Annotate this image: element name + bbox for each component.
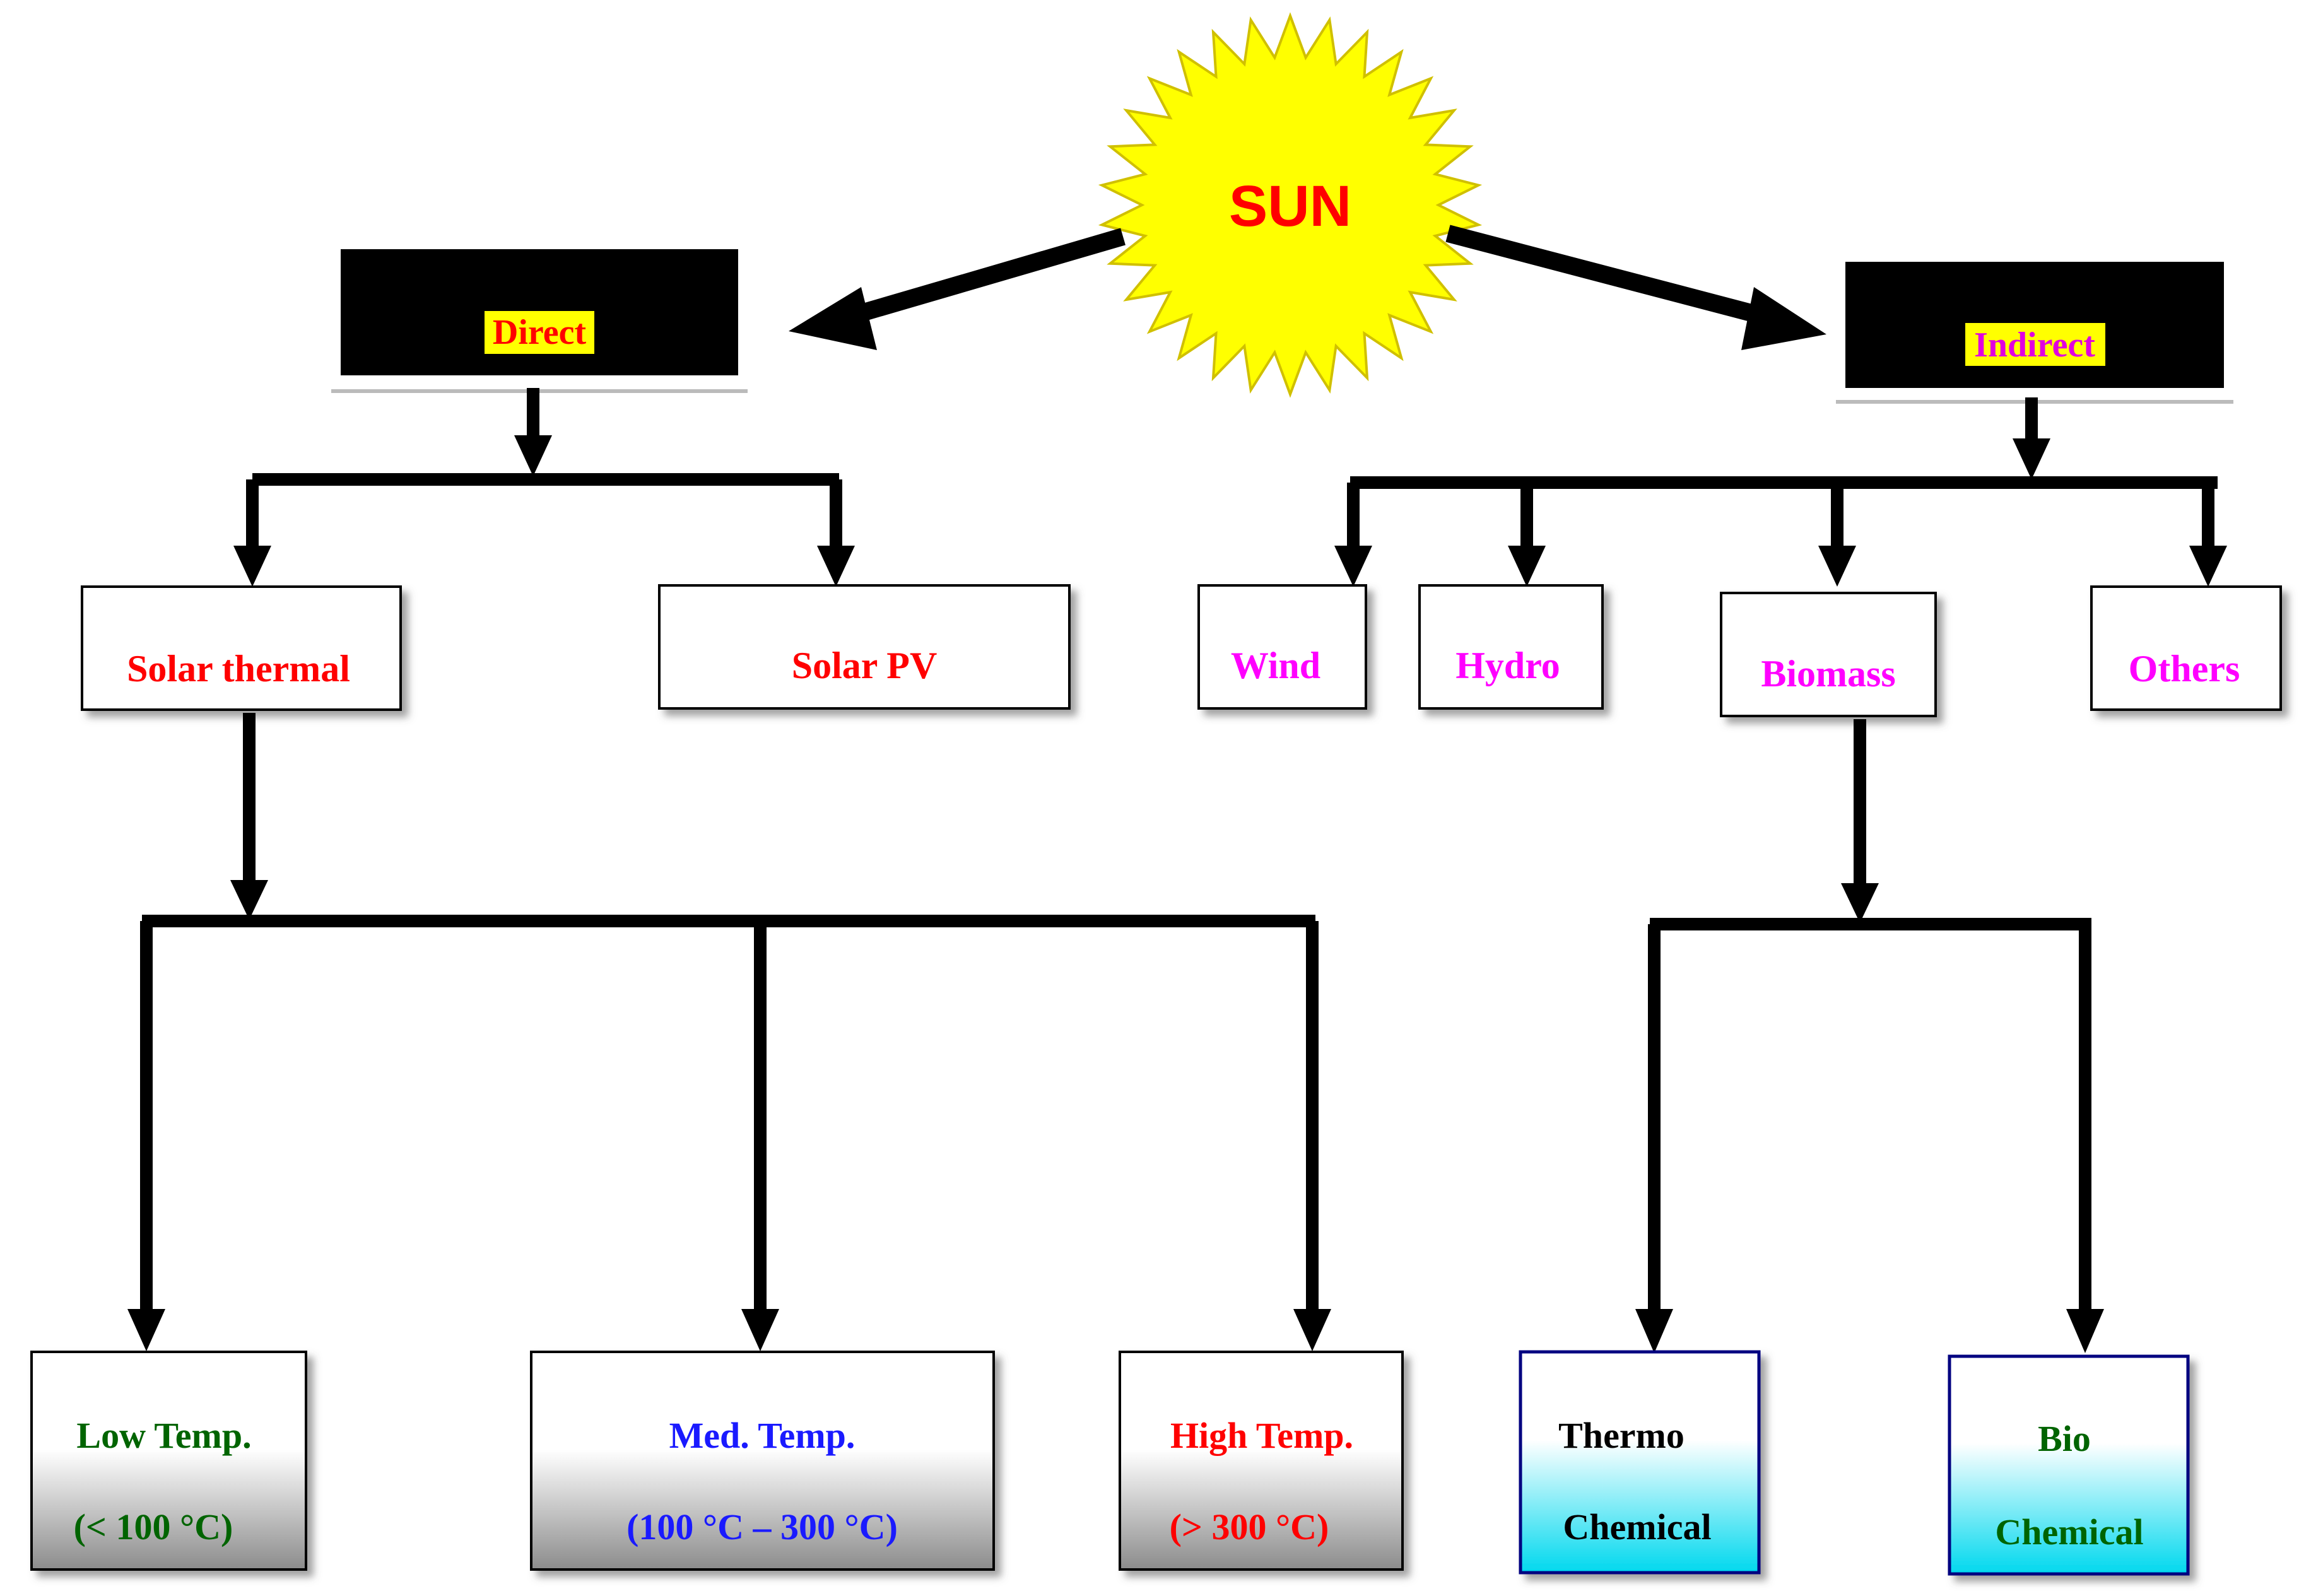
- biomass-node: [1720, 592, 1937, 717]
- others-box: [2090, 585, 2282, 711]
- solar-thermal-node: [81, 585, 402, 711]
- thermo-chemical-node: [1519, 1350, 1761, 1575]
- med-temp-range: (100 °C – 300 °C): [626, 1506, 898, 1547]
- med-temp-box: [530, 1351, 995, 1571]
- solar-pv-box: [658, 584, 1071, 710]
- direct-label: Direct: [493, 313, 587, 352]
- sun-node: SUN: [1098, 12, 1483, 398]
- others-node: [2090, 585, 2282, 711]
- biomass-box: [1720, 592, 1937, 717]
- bio-chemical-line2: Chemical: [1995, 1511, 2143, 1552]
- high-temp-title: High Temp.: [1170, 1415, 1353, 1456]
- direct-label-highlight: [485, 311, 594, 354]
- low-temp-box: [30, 1351, 307, 1571]
- hydro-box: [1418, 584, 1604, 710]
- low-temp-node: [30, 1351, 307, 1571]
- sun-label: SUN: [1229, 174, 1351, 238]
- arrow-sun-to-indirect: [1445, 225, 1775, 327]
- indirect-node: Indirect: [1836, 262, 2233, 404]
- solar-pv-node: [658, 584, 1071, 710]
- high-temp-node: [1119, 1351, 1404, 1571]
- hydro-node: [1418, 584, 1604, 710]
- high-temp-range: (> 300 °C): [1170, 1506, 1329, 1547]
- wind-box: [1197, 584, 1367, 710]
- wind-label: Wind: [1231, 645, 1320, 686]
- thermo-chemical-box: [1519, 1350, 1761, 1575]
- hydro-label: Hydro: [1455, 645, 1560, 686]
- others-label: Others: [2129, 648, 2240, 689]
- arrow-sun-to-direct: [840, 228, 1126, 327]
- direct-arrowheads: [233, 435, 855, 587]
- med-temp-node: [530, 1351, 995, 1571]
- med-temp-title: Med. Temp.: [669, 1415, 856, 1456]
- biomass-label: Biomass: [1761, 653, 1895, 695]
- biomass-connectors: [1648, 719, 2091, 1312]
- thermo-chemical-line1: Thermo: [1558, 1415, 1685, 1456]
- low-temp-range: (< 100 °C): [74, 1506, 233, 1547]
- solar-pv-label: Solar PV: [792, 645, 938, 686]
- bio-chemical-line1: Bio: [2038, 1418, 2091, 1459]
- biomass-arrowheads: [1635, 883, 2104, 1353]
- bio-chemical-node: [1948, 1354, 2190, 1576]
- wind-node: [1197, 584, 1367, 710]
- sun-arrows: [789, 225, 1826, 350]
- bio-chemical-box: [1948, 1354, 2190, 1576]
- solar-thermal-label: Solar thermal: [127, 648, 350, 689]
- thermal-connectors: [140, 713, 1319, 1312]
- indirect-connectors: [1347, 397, 2218, 549]
- indirect-label: Indirect: [1974, 326, 2095, 365]
- thermal-arrowheads: [127, 880, 1331, 1351]
- sun-star-shape: [1098, 12, 1483, 398]
- direct-node: Direct: [331, 249, 748, 393]
- arrowhead-indirect: [1741, 287, 1826, 350]
- high-temp-box: [1119, 1351, 1404, 1571]
- solar-thermal-box: [81, 585, 402, 711]
- arrowhead-direct: [789, 287, 877, 350]
- thermo-chemical-line2: Chemical: [1563, 1506, 1711, 1547]
- low-temp-title: Low Temp.: [76, 1415, 251, 1456]
- direct-connectors: [246, 388, 842, 549]
- indirect-arrowheads: [1334, 438, 2227, 587]
- indirect-label-highlight: [1965, 323, 2105, 366]
